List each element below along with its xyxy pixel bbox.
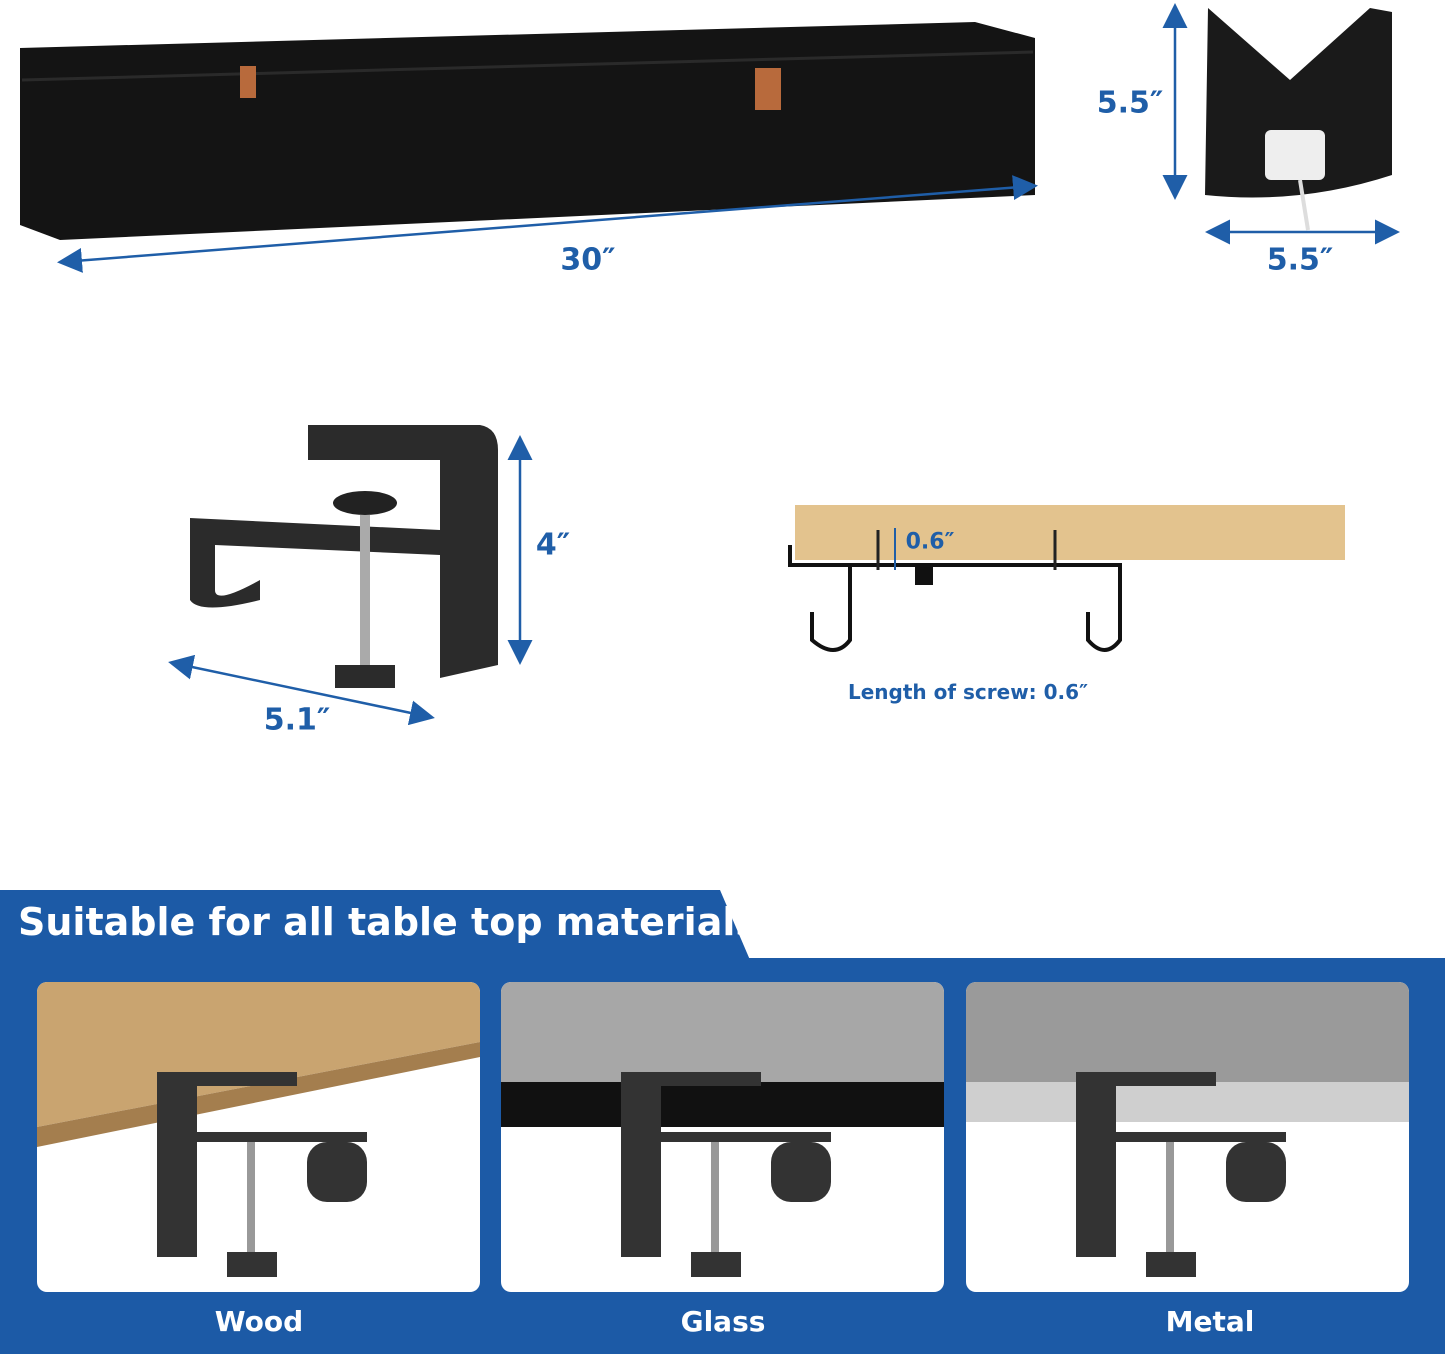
tray-height-label: 5.5″ (1096, 85, 1164, 121)
wood-panel (37, 982, 480, 1292)
length-arrow (57, 175, 1038, 273)
tray-length-label: 30″ (560, 242, 616, 278)
screw-mount-diagram (788, 505, 1345, 652)
strap-left (240, 66, 256, 98)
banner-title: Suitable for all table top materials (18, 900, 758, 944)
metal-panel (966, 982, 1409, 1292)
clamp-height-label: 4″ (535, 527, 571, 563)
screw-note: Length of screw: 0.6″ (847, 680, 1089, 704)
tray-side-view-image (1205, 8, 1392, 231)
cable-tray-image (20, 22, 1035, 240)
clamp-width-arrow (168, 654, 435, 726)
banner-tab (0, 890, 750, 960)
screw-length-label: 0.6″ (905, 529, 955, 555)
product-diagrams (20, 3, 1400, 726)
material-label-glass: Glass (680, 1305, 766, 1338)
clamp-width-label: 5.1″ (263, 702, 331, 738)
strap-right (755, 68, 781, 110)
material-label-metal: Metal (1165, 1305, 1255, 1338)
tray-width-label: 5.5″ (1266, 242, 1334, 278)
material-label-wood: Wood (214, 1305, 304, 1338)
glass-panel (501, 982, 944, 1292)
clamp-image (190, 425, 498, 688)
